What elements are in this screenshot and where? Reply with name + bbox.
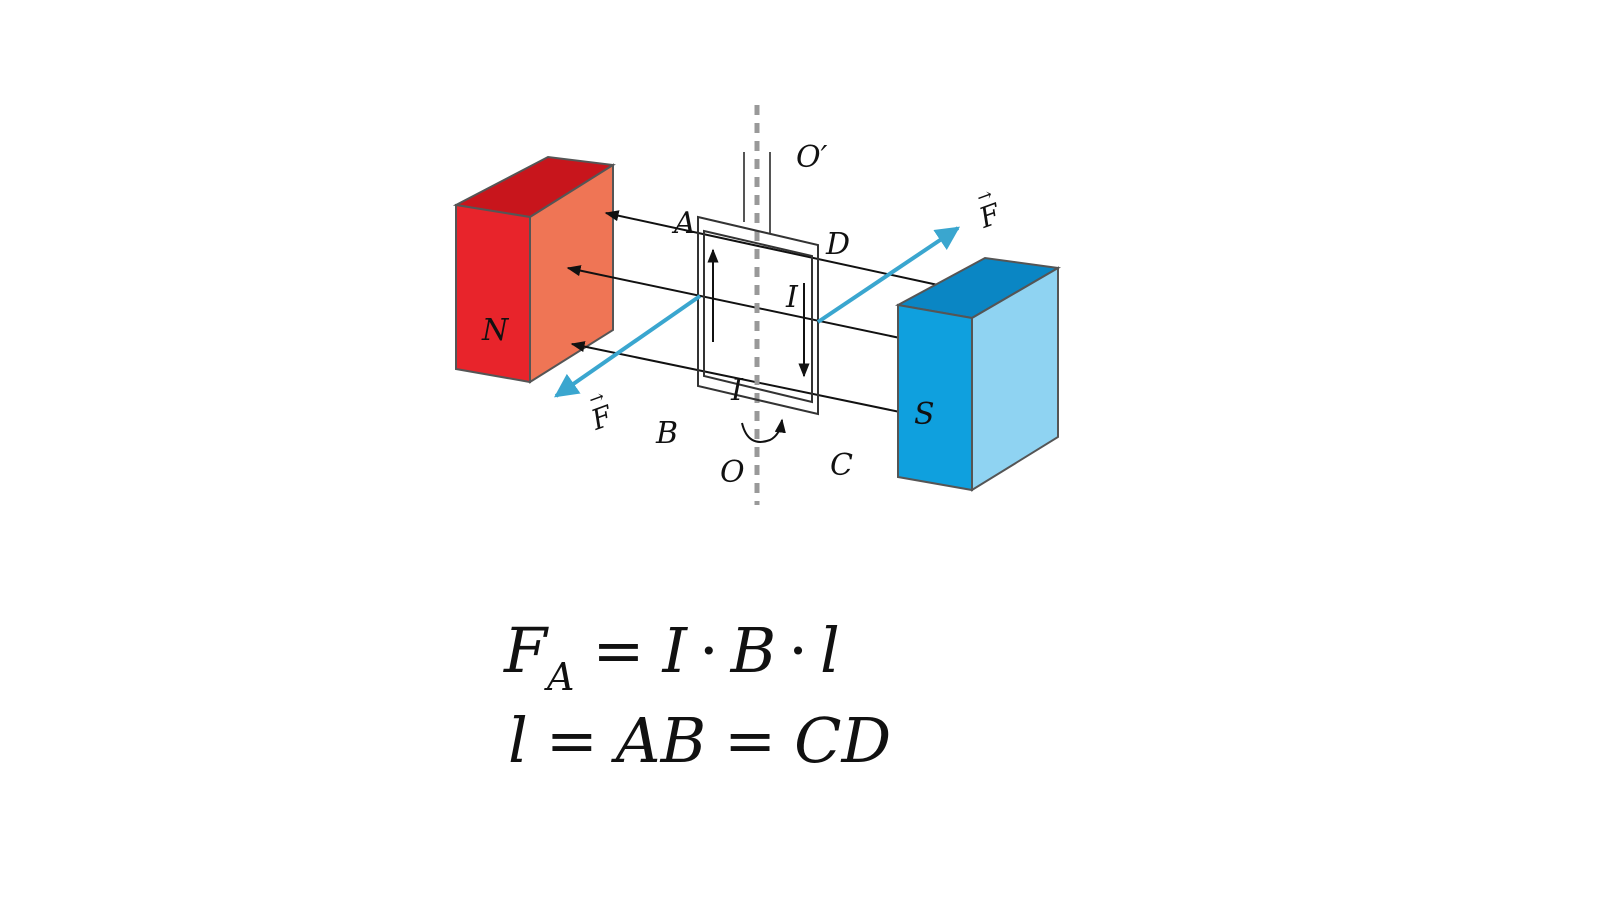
formula-2-equals-2: =	[724, 704, 776, 777]
formula-1-f: F	[503, 614, 549, 687]
loop-frame-inner	[703, 229, 813, 404]
force-label-left: → F	[586, 386, 618, 438]
formula-1-dot-1: ·	[699, 614, 719, 687]
force-label-right-arrow: →	[974, 184, 995, 209]
current-arrows	[707, 248, 810, 378]
force-label-right: → F	[974, 184, 1006, 236]
formula-1-l: l	[820, 614, 840, 687]
force-label-right-text: F	[974, 197, 1006, 236]
axis-label-bottom: O	[720, 455, 745, 490]
vertex-label-d: D	[825, 227, 850, 262]
axis-label-top: O′	[796, 140, 828, 175]
formula-1-subscript: A	[544, 655, 574, 699]
current-loop	[697, 215, 819, 416]
formula-2-l: l	[508, 704, 528, 777]
vertex-label-b: B	[655, 416, 678, 451]
south-magnet: S	[894, 256, 1062, 492]
north-magnet-front	[455, 203, 531, 384]
current-label-left: I	[730, 373, 744, 408]
formula-2-equals-1: =	[546, 704, 598, 777]
field-line-1	[604, 210, 939, 286]
loop-frame-outer	[697, 215, 819, 416]
magnetic-field-lines	[566, 210, 939, 413]
north-pole-label: N	[481, 313, 510, 348]
formula-2-cd: CD	[794, 704, 891, 777]
force-arrow-right	[816, 226, 960, 324]
vertex-label-a: A	[671, 206, 696, 241]
formula-2-text: l=AB=CD	[508, 704, 891, 777]
rotation-axis	[741, 105, 786, 505]
formula-line-2: l=AB=CD	[508, 704, 891, 777]
force-arrow-left	[554, 294, 702, 398]
formula-line-1: FA=I·B·l	[503, 614, 840, 699]
south-pole-label: S	[914, 397, 935, 432]
formula-1-dot-2: ·	[788, 614, 808, 687]
current-label-right: I	[785, 280, 799, 315]
force-label-left-arrow: →	[586, 386, 607, 411]
field-line-3	[570, 341, 901, 413]
formula-2-ab: AB	[611, 704, 706, 777]
vertex-label-c: C	[830, 448, 853, 483]
force-label-left-text: F	[586, 399, 618, 438]
formula-1-i: I	[661, 614, 688, 687]
south-magnet-front	[897, 303, 973, 492]
formula-1-equals: =	[592, 614, 644, 687]
rotation-arrow-icon	[741, 418, 786, 443]
force-arrows	[554, 226, 960, 398]
formula-1-text: FA=I·B·l	[503, 614, 840, 699]
field-line-2	[566, 265, 901, 339]
formula-1-b: B	[730, 614, 777, 687]
